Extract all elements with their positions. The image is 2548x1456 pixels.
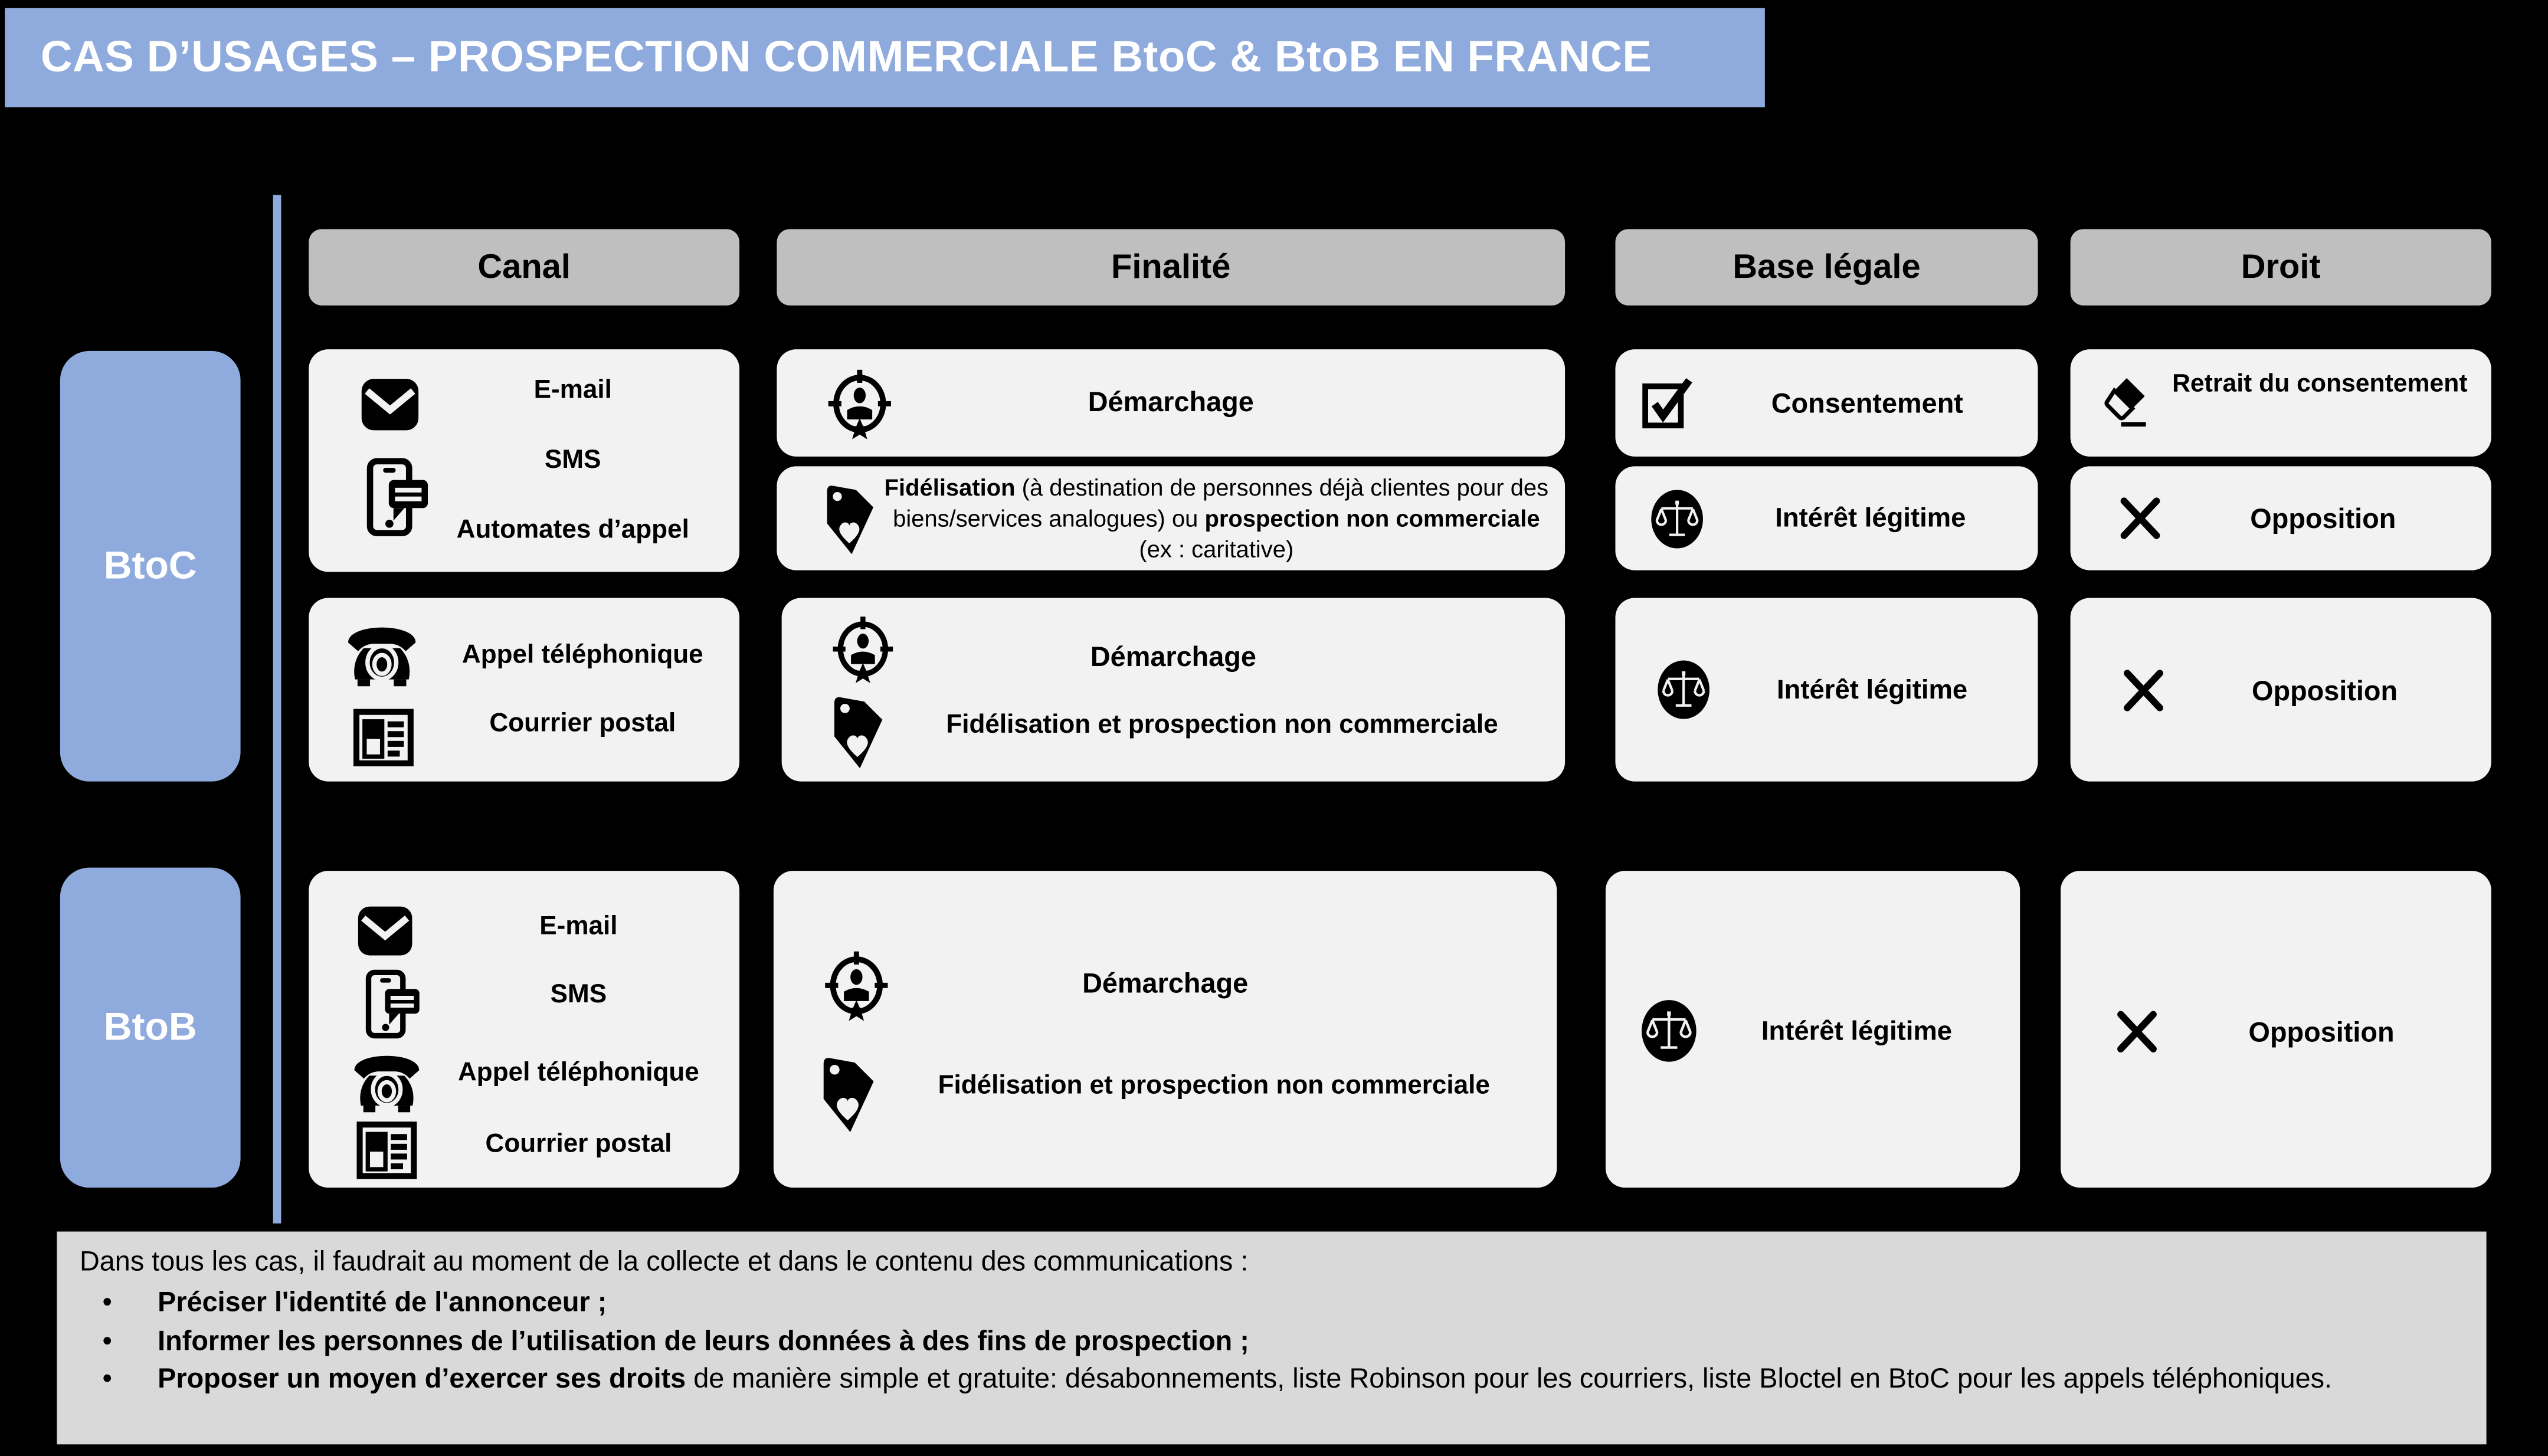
base-label-interet: Intérêt légitime: [1776, 675, 1968, 706]
fidelisation-text-2: (ex : caritative): [1139, 538, 1294, 565]
row-label-btob-text: BtoB: [103, 1005, 197, 1049]
card-btoc1-fidelisation: Fidélisation (à destination de personnes…: [777, 466, 1566, 570]
card-btoc1-consentement: Consentement: [1615, 349, 2038, 457]
postal-mail-icon: [351, 705, 416, 770]
card-btoc2-canal: Appel téléphonique Courrier postal: [309, 598, 740, 782]
column-header-base-legale-label: Base légale: [1732, 247, 1921, 286]
accent-divider-line: [273, 195, 281, 1224]
droit-label-opposition: Opposition: [2248, 1017, 2395, 1048]
droit-label-retrait: Retrait du consentement: [2172, 370, 2468, 398]
x-icon: [2119, 666, 2168, 715]
canal-label-courrier: Courrier postal: [489, 710, 676, 738]
canal-label-email: E-mail: [539, 913, 618, 941]
page-title: CAS D’USAGES – PROSPECTION COMMERCIALE B…: [5, 8, 1765, 107]
column-header-finalite-label: Finalité: [1111, 247, 1231, 286]
card-btoc2-base-legale: Intérêt légitime: [1615, 598, 2038, 782]
sms-phone-icon: [358, 968, 429, 1039]
column-header-finalite: Finalité: [777, 229, 1566, 306]
checkbox-icon: [1638, 372, 1700, 434]
tag-heart-icon: [809, 1053, 887, 1137]
card-btoc2-droit: Opposition: [2070, 598, 2491, 782]
canal-label-sms: SMS: [550, 981, 607, 1009]
rotary-phone-icon: [348, 1043, 425, 1118]
row-label-btoc-text: BtoC: [103, 543, 197, 588]
finalite-label-demarchage: Démarchage: [1090, 641, 1256, 673]
base-label-consentement: Consentement: [1771, 388, 1963, 419]
column-header-canal: Canal: [309, 229, 740, 306]
card-btoc1-opposition: Opposition: [2070, 466, 2491, 570]
card-btoc1-demarchage: Démarchage: [777, 349, 1566, 457]
row-label-btob: BtoB: [60, 867, 241, 1188]
footer-note-intro: Dans tous les cas, il faudrait au moment…: [79, 1246, 1249, 1277]
footer-bullet-3-bold: Proposer un moyen d’exercer ses droits: [158, 1363, 686, 1394]
card-btob-finalite: Démarchage Fidélisation et prospection n…: [773, 871, 1557, 1188]
envelope-icon: [358, 372, 423, 437]
card-btoc1-canal: E-mail SMS Automates d’appel: [309, 349, 740, 572]
card-btob-base-legale: Intérêt légitime: [1605, 871, 2020, 1188]
x-icon: [2116, 494, 2165, 543]
scales-icon: [1648, 487, 1707, 550]
canal-label-email: E-mail: [533, 376, 612, 405]
footer-bullet-1-bold: Préciser l'identité de l'annonceur ;: [158, 1287, 607, 1319]
canal-label-appel: Appel téléphonique: [461, 641, 703, 670]
card-btoc2-finalite: Démarchage Fidélisation et prospection n…: [781, 598, 1566, 782]
scales-icon: [1655, 658, 1713, 721]
card-btoc1-retrait: Retrait du consentement: [2070, 349, 2491, 457]
finalite-label-demarchage: Démarchage: [1082, 968, 1249, 999]
fidelisation-bold-1: Fidélisation: [884, 476, 1016, 502]
footer-bullet-2-bold: Informer les personnes de l’utilisation …: [158, 1325, 1249, 1356]
canal-label-appel: Appel téléphonique: [457, 1059, 699, 1087]
footer-note: Dans tous les cas, il faudrait au moment…: [57, 1231, 2487, 1445]
page-title-text: CAS D’USAGES – PROSPECTION COMMERCIALE B…: [40, 32, 1652, 81]
finalite-label-fidelisation: Fidélisation et prospection non commerci…: [946, 711, 1498, 740]
x-icon: [2113, 1007, 2161, 1056]
tag-heart-icon: [813, 481, 887, 559]
card-btoc1-interet-legitime: Intérêt légitime: [1615, 466, 2038, 570]
fidelisation-bold-2: prospection non commerciale: [1204, 507, 1540, 533]
scales-icon: [1638, 998, 1700, 1064]
footer-bullet-2: Informer les personnes de l’utilisation …: [80, 1322, 2464, 1360]
card-btob-canal: E-mail SMS Appel téléphonique Courrier p…: [309, 871, 740, 1188]
column-header-canal-label: Canal: [477, 247, 571, 286]
column-header-droit: Droit: [2070, 229, 2491, 306]
eraser-icon: [2097, 373, 2155, 432]
column-header-base-legale: Base légale: [1615, 229, 2038, 306]
finalite-fidelisation-text: Fidélisation (à destination de personnes…: [884, 474, 1548, 568]
footer-bullet-1: Préciser l'identité de l'annonceur ;: [80, 1284, 2464, 1322]
canal-label-sms: SMS: [545, 447, 601, 475]
finalite-label-fidelisation: Fidélisation et prospection non commerci…: [938, 1072, 1490, 1100]
column-header-droit-label: Droit: [2241, 247, 2321, 286]
canal-label-automates: Automates d’appel: [456, 516, 689, 545]
canal-label-courrier: Courrier postal: [485, 1130, 672, 1159]
footer-bullet-3: Proposer un moyen d’exercer ses droits d…: [80, 1360, 2464, 1398]
footer-bullet-3-rest: de manière simple et gratuite: désabonne…: [686, 1363, 2333, 1394]
envelope-icon: [354, 900, 416, 962]
postal-mail-icon: [354, 1118, 419, 1183]
tag-heart-icon: [821, 692, 896, 773]
droit-label-opposition: Opposition: [2250, 503, 2396, 535]
card-btob-droit: Opposition: [2061, 871, 2491, 1188]
finalite-label-demarchage: Démarchage: [1088, 386, 1254, 418]
base-label-interet: Intérêt légitime: [1775, 503, 1966, 533]
rotary-phone-icon: [341, 614, 423, 692]
droit-label-opposition: Opposition: [2252, 675, 2398, 707]
row-label-btoc: BtoC: [60, 350, 241, 782]
base-label-interet: Intérêt légitime: [1761, 1017, 1953, 1047]
fidelisation-text-1: (à destination de personnes déjà cliente…: [893, 476, 1549, 533]
